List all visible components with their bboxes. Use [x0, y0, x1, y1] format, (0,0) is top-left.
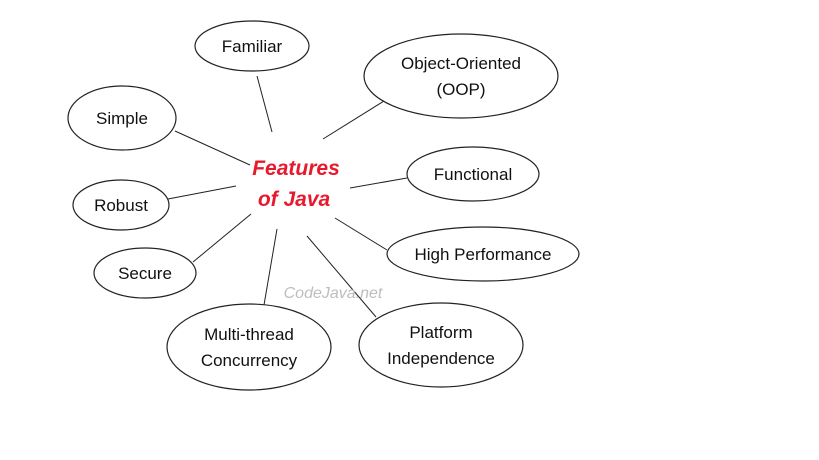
feature-node-object-oriented: Object-Oriented (OOP) — [363, 33, 559, 119]
watermark: CodeJava.net — [284, 285, 383, 302]
feature-ellipse-simple — [67, 85, 177, 151]
feature-ellipse-functional — [406, 146, 540, 202]
feature-label-platform-independence-line2: Independence — [387, 349, 495, 368]
connector-functional — [349, 177, 408, 189]
feature-label-functional: Functional — [434, 165, 512, 184]
feature-node-robust: Robust — [72, 179, 170, 231]
connector-secure — [192, 213, 252, 263]
feature-label-secure: Secure — [118, 264, 172, 283]
feature-label-object-oriented-line1: Object-Oriented — [401, 54, 521, 73]
connector-lines — [167, 75, 408, 318]
feature-label-multi-thread-concurrency-line2: Concurrency — [201, 351, 298, 370]
feature-label-high-performance: High Performance — [414, 245, 551, 264]
connector-simple — [174, 130, 251, 166]
feature-label-familiar: Familiar — [222, 37, 283, 56]
feature-ellipse-high-performance — [386, 226, 580, 282]
feature-ellipse-secure — [93, 247, 197, 299]
connector-platform-independence — [306, 235, 377, 318]
center-title-line1: Features — [252, 157, 340, 180]
connector-multi-thread-concurrency — [263, 228, 278, 306]
feature-label-platform-independence-line1: Platform — [409, 323, 472, 342]
feature-ellipse-robust — [72, 179, 170, 231]
feature-label-robust: Robust — [94, 196, 148, 215]
connector-robust — [167, 185, 237, 200]
feature-node-functional: Functional — [406, 146, 540, 202]
center-title-line2: of Java — [258, 188, 331, 211]
feature-node-high-performance: High Performance — [386, 226, 580, 282]
feature-node-simple: Simple — [67, 85, 177, 151]
feature-ellipse-object-oriented — [363, 33, 559, 119]
connector-familiar — [256, 75, 273, 133]
feature-node-secure: Secure — [93, 247, 197, 299]
feature-label-object-oriented-line2: (OOP) — [436, 80, 485, 99]
feature-label-simple: Simple — [96, 109, 148, 128]
center-topic: Features of Java — [252, 157, 340, 211]
feature-ellipse-multi-thread-concurrency — [166, 303, 332, 391]
feature-ellipse-platform-independence — [358, 302, 524, 388]
connector-object-oriented — [322, 100, 385, 140]
feature-node-familiar: Familiar — [194, 20, 310, 72]
connector-high-performance — [334, 217, 388, 251]
feature-ellipse-familiar — [194, 20, 310, 72]
feature-label-multi-thread-concurrency-line1: Multi-thread — [204, 325, 294, 344]
